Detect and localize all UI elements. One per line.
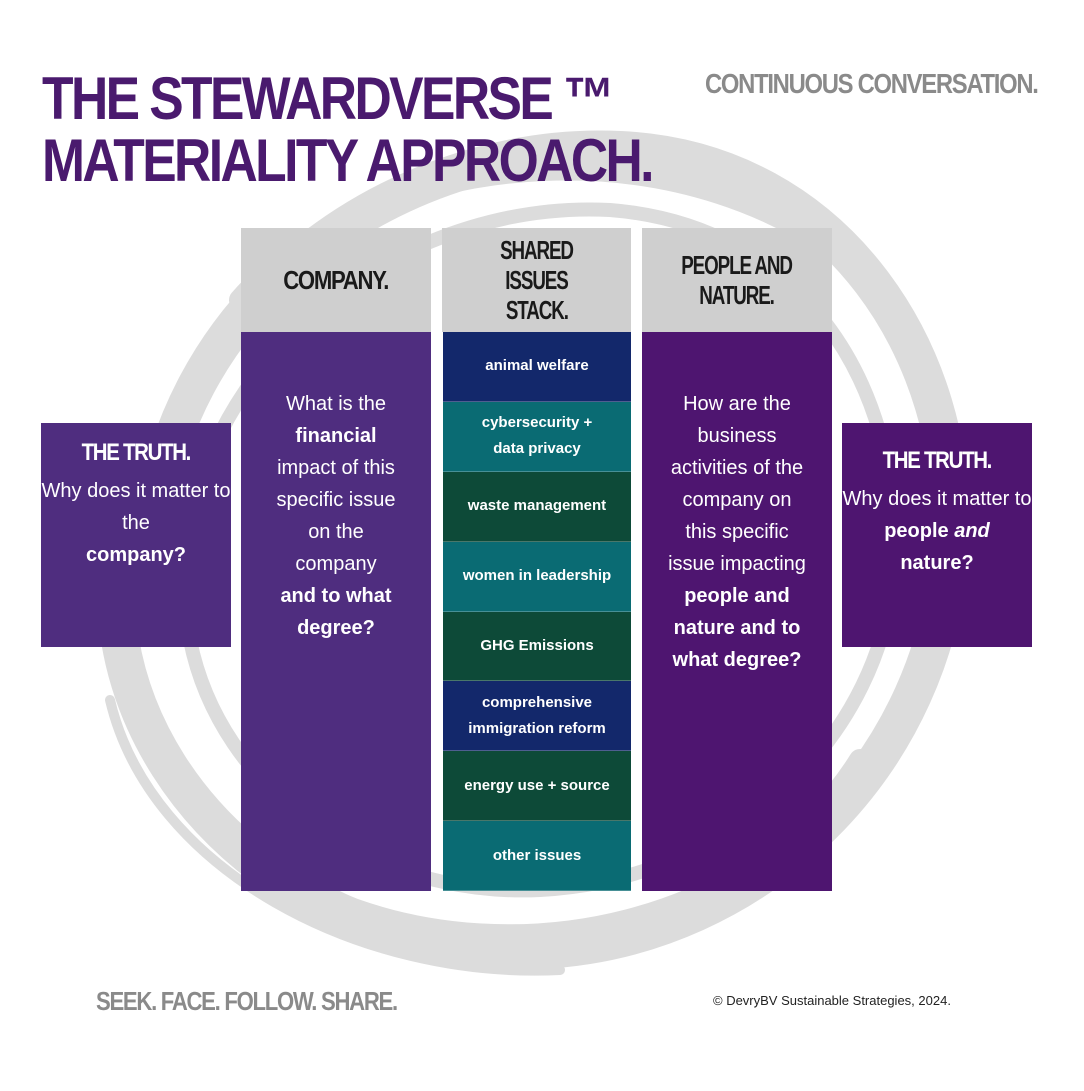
stack-item: other issues [443,821,631,891]
truth-right-and: and [954,520,990,542]
truth-right-text: Why does it matter to [842,488,1032,510]
title-line-1: THE STEWARDVERSE ™ [42,65,615,132]
stack-item-line-1: other issues [492,846,582,864]
stack-item-line-1: waste management [467,497,607,515]
stack-item-line-2: immigration reform [468,719,606,737]
stack-item-line-1: women in leadership [462,567,612,585]
shared-issues-stack: animal welfare cybersecurity + data privac… [443,332,631,891]
footer-copyright: © DevryBV Sustainable Strategies, 2024. [713,993,951,1008]
shared-header-line-2: STACK. [505,295,568,325]
truth-right-nature: nature? [900,552,974,574]
stack-item-line-1: animal welfare [485,357,589,375]
stack-item: waste management [443,471,631,542]
truth-right-people: people [884,520,949,542]
stack-item-line-1: energy use + source [464,776,610,794]
stack-item-line-2: data privacy [493,440,581,458]
stack-item: cybersecurity + data privacy [443,401,631,472]
company-text-financial: financial [295,425,377,447]
company-text-1: What is the [285,393,387,415]
stack-item: animal welfare [443,332,631,402]
stack-item: GHG Emissions [443,611,631,682]
truth-box-people-nature: THE TRUTH. Why does it matter to people … [842,423,1032,647]
people-text-2: people and nature and to what degree? [672,585,802,671]
truth-left-title: THE TRUTH. [81,439,192,466]
truth-left-company: company? [85,544,187,566]
people-header-line-2: NATURE. [699,280,776,310]
people-nature-column-body: How are the business activities of the c… [642,332,832,891]
company-text-3: impact of this specific issue on the com… [276,457,396,575]
stack-item-line-1: GHG Emissions [480,636,594,654]
company-text-degree: and to what degree? [280,585,392,639]
company-column-header: COMPANY. [241,228,431,332]
company-column-body: What is the financial impact of this spe… [241,332,431,891]
shared-issues-column-header: SHARED ISSUES STACK. [442,228,631,332]
people-text-1: How are the business activities of the c… [668,393,806,575]
tagline: CONTINUOUS CONVERSATION. [705,68,1039,99]
truth-left-text: Why does it matter to the [41,480,231,534]
people-nature-column-header: PEOPLE AND NATURE. [642,228,832,332]
page-title: THE STEWARDVERSE ™ MATERIALITY APPROACH. [42,65,655,194]
footer-slogan: SEEK. FACE. FOLLOW. SHARE. [96,986,398,1016]
truth-right-title: THE TRUTH. [882,447,993,474]
title-line-2: MATERIALITY APPROACH. [42,127,655,194]
company-header-label: COMPANY. [283,265,390,295]
stack-item: comprehensive immigration reform [443,681,631,752]
truth-box-company: THE TRUTH. Why does it matter to the com… [41,423,231,647]
stack-item: energy use + source [443,751,631,822]
stack-item-line-1: cybersecurity + [481,414,593,432]
people-header-line-1: PEOPLE AND [681,250,794,280]
stack-item-line-1: comprehensive [481,693,593,711]
stack-item: women in leadership [443,541,631,612]
shared-header-line-1: SHARED ISSUES [500,235,574,295]
